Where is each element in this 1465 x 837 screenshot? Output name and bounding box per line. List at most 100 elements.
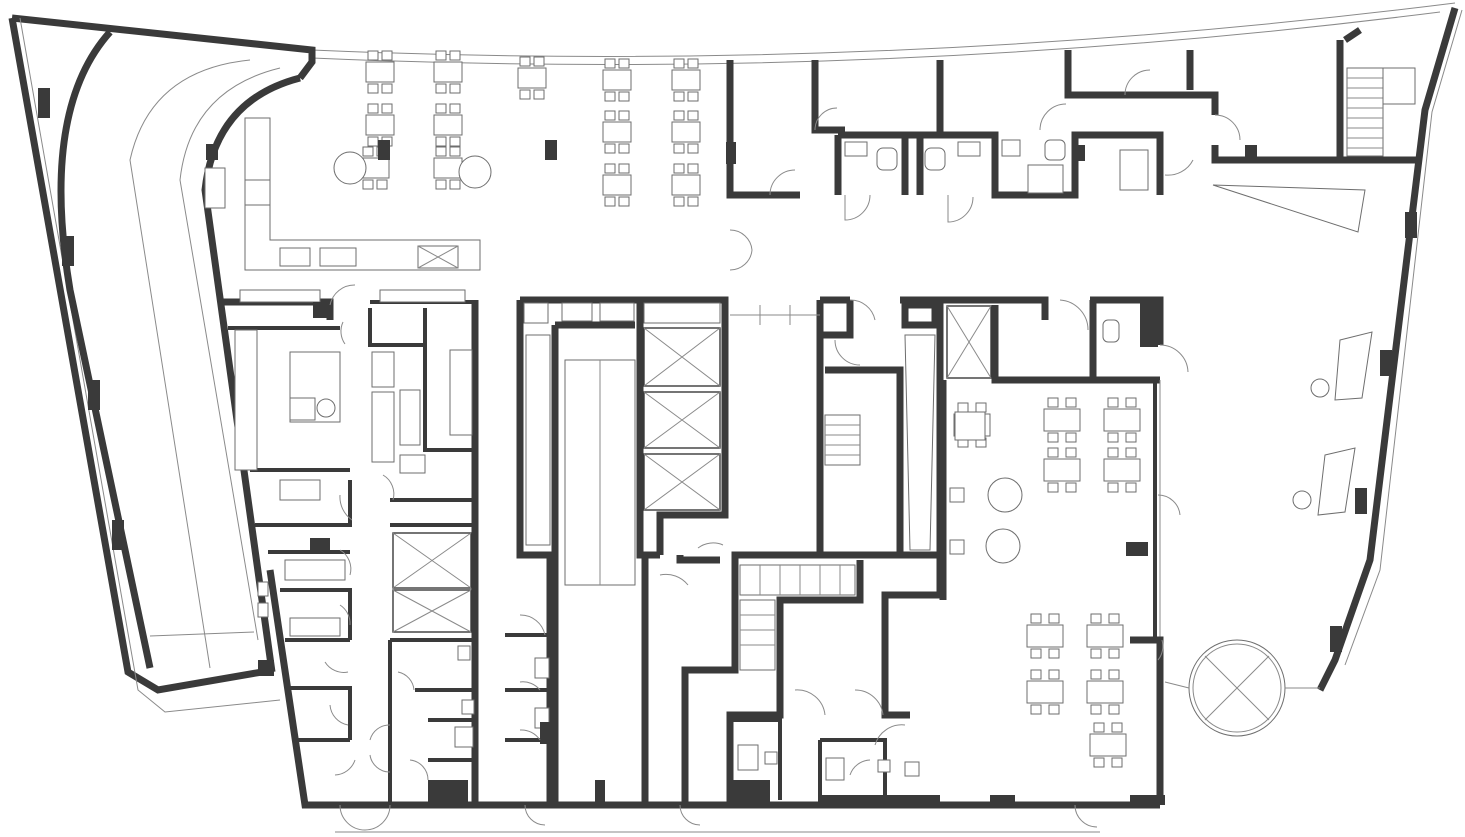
chair <box>1111 757 1123 768</box>
column <box>595 780 605 805</box>
stair-flight <box>1346 67 1384 157</box>
fixture <box>257 581 269 597</box>
column <box>540 722 555 744</box>
wall <box>1343 27 1362 43</box>
kitchen-unit <box>204 167 226 209</box>
table <box>954 411 986 441</box>
equipment <box>399 454 426 474</box>
door-swing <box>794 689 826 716</box>
stair-flight <box>824 414 861 466</box>
chair <box>1030 704 1042 715</box>
dining-tables <box>360 50 701 207</box>
wc-fixture <box>457 645 471 661</box>
table <box>517 67 547 89</box>
stair-core-centre <box>824 414 861 466</box>
chair <box>362 146 374 157</box>
chair <box>618 58 630 69</box>
chair <box>604 143 616 154</box>
stair-core-lower <box>739 564 856 671</box>
chair <box>673 163 685 174</box>
door-swing <box>339 549 352 576</box>
lift-cross <box>392 532 472 589</box>
kitchen-bar <box>204 117 481 320</box>
wheelchair-space <box>985 528 1021 564</box>
door-swing <box>369 754 391 773</box>
chair <box>957 402 969 413</box>
table <box>433 114 463 136</box>
pier <box>38 88 50 118</box>
chair <box>449 136 461 147</box>
door-swing <box>519 614 546 636</box>
door-swing <box>814 107 838 131</box>
core-wall <box>820 551 944 719</box>
basin-fixture <box>904 761 920 777</box>
column <box>1245 145 1257 159</box>
stool <box>1310 378 1330 398</box>
wheelchair-space <box>987 477 1023 513</box>
revolving-door-wing <box>1204 655 1270 721</box>
door-swing <box>769 169 796 196</box>
column <box>730 780 770 805</box>
kitchen-unit <box>319 247 357 267</box>
core-wall <box>1090 296 1164 345</box>
door-swing <box>659 573 689 586</box>
central-cores <box>505 229 1189 828</box>
riser <box>523 302 549 324</box>
table <box>1026 624 1064 648</box>
chair <box>381 103 393 114</box>
kitchen-counter <box>239 289 321 303</box>
chair <box>533 89 545 100</box>
chair <box>1125 447 1137 458</box>
kitchen-unit <box>244 179 271 206</box>
chair <box>1048 648 1060 659</box>
door-swing <box>519 681 541 691</box>
pier <box>1405 212 1417 238</box>
door-swing <box>329 284 356 306</box>
equipment-round <box>316 398 336 418</box>
wc-fixture <box>534 657 550 679</box>
facade-right <box>1316 7 1459 692</box>
wall-segment <box>820 795 940 805</box>
ramp-centre-line <box>129 59 251 669</box>
door-swing <box>1039 103 1067 131</box>
chair <box>1090 613 1102 624</box>
column <box>1130 795 1165 805</box>
pier <box>112 520 124 550</box>
table <box>671 174 701 196</box>
chair <box>367 50 379 61</box>
table <box>671 121 701 143</box>
basin-fixture <box>1001 139 1021 157</box>
equipment <box>449 349 473 436</box>
wall <box>811 60 845 134</box>
door-swing <box>849 299 876 321</box>
column <box>310 538 330 554</box>
core-wall <box>820 296 854 339</box>
column <box>206 144 218 160</box>
chair <box>673 58 685 69</box>
chair <box>435 50 447 61</box>
chair <box>673 143 685 154</box>
table <box>1026 680 1064 704</box>
core-wall <box>943 296 1049 320</box>
chair <box>1125 397 1137 408</box>
door-swing <box>397 671 415 691</box>
wall <box>726 60 800 199</box>
table <box>433 61 463 83</box>
core-wall <box>825 366 904 555</box>
wc-fixture <box>1044 139 1066 161</box>
wall <box>1064 50 1219 115</box>
riser <box>599 302 635 322</box>
shower-fixture <box>454 726 474 748</box>
equipment <box>399 389 421 446</box>
lift-cross <box>643 391 721 449</box>
accessible-wc-fixture <box>1027 164 1064 194</box>
chair <box>1107 482 1119 493</box>
chair <box>687 91 699 102</box>
chair <box>1030 648 1042 659</box>
basin-fixture <box>877 759 891 773</box>
chair <box>673 196 685 207</box>
entry-door <box>679 804 701 826</box>
lobby-bench <box>1317 447 1356 516</box>
chair <box>604 91 616 102</box>
table <box>365 61 395 83</box>
